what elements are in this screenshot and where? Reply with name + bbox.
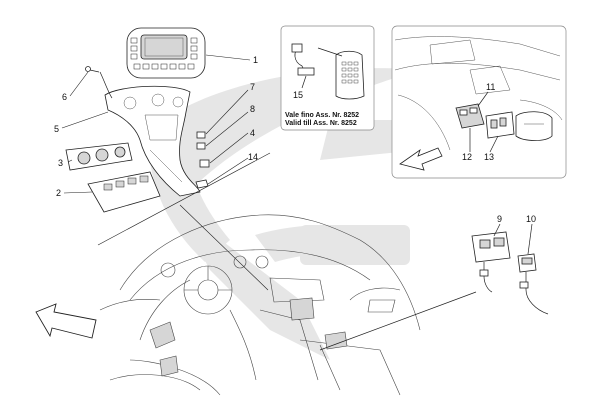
callout-10: 10 — [526, 214, 536, 224]
callout-9: 9 — [497, 214, 502, 224]
callout-11: 11 — [486, 82, 495, 92]
callout-lines — [61, 54, 271, 291]
callout-1: 1 — [253, 55, 258, 65]
callout-4: 4 — [250, 128, 255, 138]
small-components — [195, 131, 210, 189]
callout-12: 12 — [462, 152, 472, 162]
screw — [85, 66, 100, 73]
callout-6: 6 — [62, 92, 67, 102]
center-console-frame — [104, 85, 201, 197]
callout-3: 3 — [58, 158, 63, 168]
inset-note-line-2: Valid till Ass. Nr. 8252 — [285, 120, 357, 127]
callout-7: 7 — [250, 82, 255, 92]
callout-labels: 1 6 5 3 2 7 8 4 14 15 11 12 13 9 10 — [54, 55, 536, 224]
direction-arrow-icon — [399, 147, 443, 171]
callout-14: 14 — [248, 152, 258, 162]
inset-keypad — [280, 25, 375, 131]
switch-panel — [87, 171, 161, 213]
callout-13: 13 — [484, 152, 494, 162]
callout-15: 15 — [293, 90, 303, 100]
callout-5: 5 — [54, 124, 59, 134]
inset-rear-switches — [391, 25, 567, 179]
callout-8: 8 — [250, 104, 255, 114]
seat-switch-assembly — [319, 223, 549, 351]
car-interior — [99, 214, 421, 396]
direction-arrow-icon — [35, 303, 97, 339]
callout-2: 2 — [56, 188, 61, 198]
inset-note-line-1: Vale fino Ass. Nr. 8252 — [285, 112, 359, 119]
display-console — [126, 27, 206, 79]
climate-control-panel — [65, 142, 133, 171]
support-rod — [99, 71, 113, 99]
